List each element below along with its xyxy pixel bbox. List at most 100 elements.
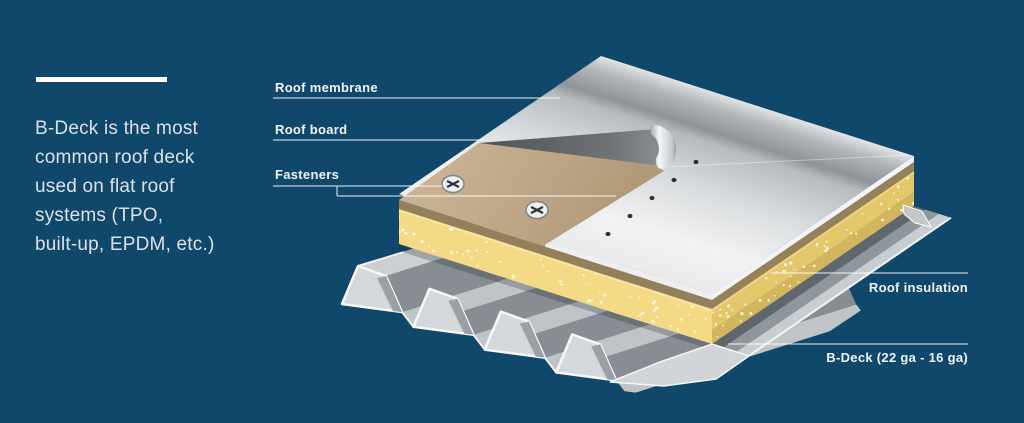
speckle	[775, 281, 777, 284]
speckle	[861, 213, 864, 215]
speckle	[590, 299, 593, 302]
speckle	[676, 327, 680, 331]
speckle	[719, 314, 722, 317]
deck-shape	[591, 344, 617, 381]
speckle	[655, 306, 659, 310]
speckle	[693, 330, 696, 333]
speckle	[789, 261, 793, 265]
insulation-right-shade	[712, 192, 914, 344]
deck-bottom-edge	[609, 343, 751, 387]
label-b-deck: B-Deck (22 ga - 16 ga)	[826, 350, 968, 365]
speckle	[638, 296, 640, 299]
speckle	[691, 305, 694, 309]
speckle	[797, 280, 800, 283]
speckle	[758, 298, 762, 302]
speckle	[727, 304, 731, 308]
deck-base-edge	[341, 303, 617, 382]
speckle	[911, 201, 914, 205]
speckle	[793, 268, 795, 271]
speckle	[599, 300, 603, 304]
speckle	[651, 319, 655, 323]
speckle	[716, 335, 719, 338]
speckle	[743, 303, 746, 306]
speckle	[499, 260, 502, 263]
speckle	[823, 245, 826, 248]
roof-board-surface	[399, 143, 664, 246]
speckle	[401, 228, 405, 232]
speckle	[598, 292, 601, 294]
intro-divider-bar	[36, 77, 167, 82]
speckle	[727, 315, 730, 318]
speckle	[399, 216, 401, 219]
label-roof-insulation: Roof insulation	[868, 280, 968, 295]
speckle	[714, 323, 718, 326]
speckle	[449, 228, 454, 232]
speckle	[420, 240, 424, 244]
label-fasteners: Fasteners	[275, 167, 340, 182]
deck-shape	[448, 298, 474, 335]
speckle	[511, 275, 515, 279]
speckle	[427, 245, 430, 248]
speckle	[775, 270, 778, 273]
speckle	[651, 301, 656, 305]
membrane-seam	[665, 154, 910, 168]
speckle	[850, 232, 853, 235]
speckle	[782, 269, 786, 273]
speckle	[785, 269, 787, 272]
fastener-dots	[605, 159, 699, 237]
roof-slab	[398, 56, 915, 344]
label-roof-membrane: Roof membrane	[275, 80, 378, 95]
insulation-speckles-left	[399, 216, 707, 333]
speckle	[404, 231, 408, 235]
speckle	[669, 325, 672, 328]
speckle	[739, 320, 742, 323]
speckle	[784, 263, 788, 267]
membrane-curl	[650, 124, 676, 170]
speckle	[637, 315, 639, 317]
speckle	[539, 258, 542, 261]
speckle	[888, 208, 891, 210]
label-roof-board: Roof board	[275, 122, 348, 137]
speckle	[896, 185, 900, 189]
speckle	[812, 264, 816, 268]
speckle	[476, 264, 479, 267]
speckle	[653, 300, 657, 303]
speckle	[679, 317, 683, 321]
speckle	[587, 299, 591, 303]
speckle	[731, 308, 734, 311]
membrane-peeled-flap	[479, 129, 662, 166]
speckle	[790, 275, 792, 277]
speckle	[788, 285, 792, 288]
speckle	[653, 307, 657, 310]
fastener-screw	[441, 174, 465, 194]
speckle	[826, 246, 829, 250]
speckle	[749, 312, 753, 315]
speckle	[562, 283, 564, 285]
insulation-left-face	[399, 209, 712, 344]
speckle	[475, 249, 478, 252]
speckle	[641, 311, 645, 315]
speckle	[815, 243, 819, 247]
deck-shape	[377, 276, 402, 312]
speckle	[399, 230, 402, 234]
speckle	[704, 317, 707, 321]
deck-edge-highlight	[357, 251, 405, 267]
speckle	[740, 312, 744, 316]
insulation-right-face	[712, 171, 914, 344]
roof-board-right-edge	[712, 162, 914, 309]
speckle	[881, 218, 884, 222]
speckle	[547, 270, 550, 273]
callout-lines	[273, 97, 968, 345]
speckle	[588, 283, 591, 285]
insulation-right-highlight	[711, 171, 915, 312]
speckle	[824, 249, 828, 253]
slab-shadow	[399, 244, 716, 351]
speckle	[630, 295, 633, 298]
insulation-left-highlight	[398, 209, 713, 312]
intro-paragraph: B-Deck is the most common roof deck used…	[35, 118, 215, 255]
speckle	[719, 308, 722, 311]
speckle	[855, 232, 858, 235]
speckle	[603, 293, 607, 297]
